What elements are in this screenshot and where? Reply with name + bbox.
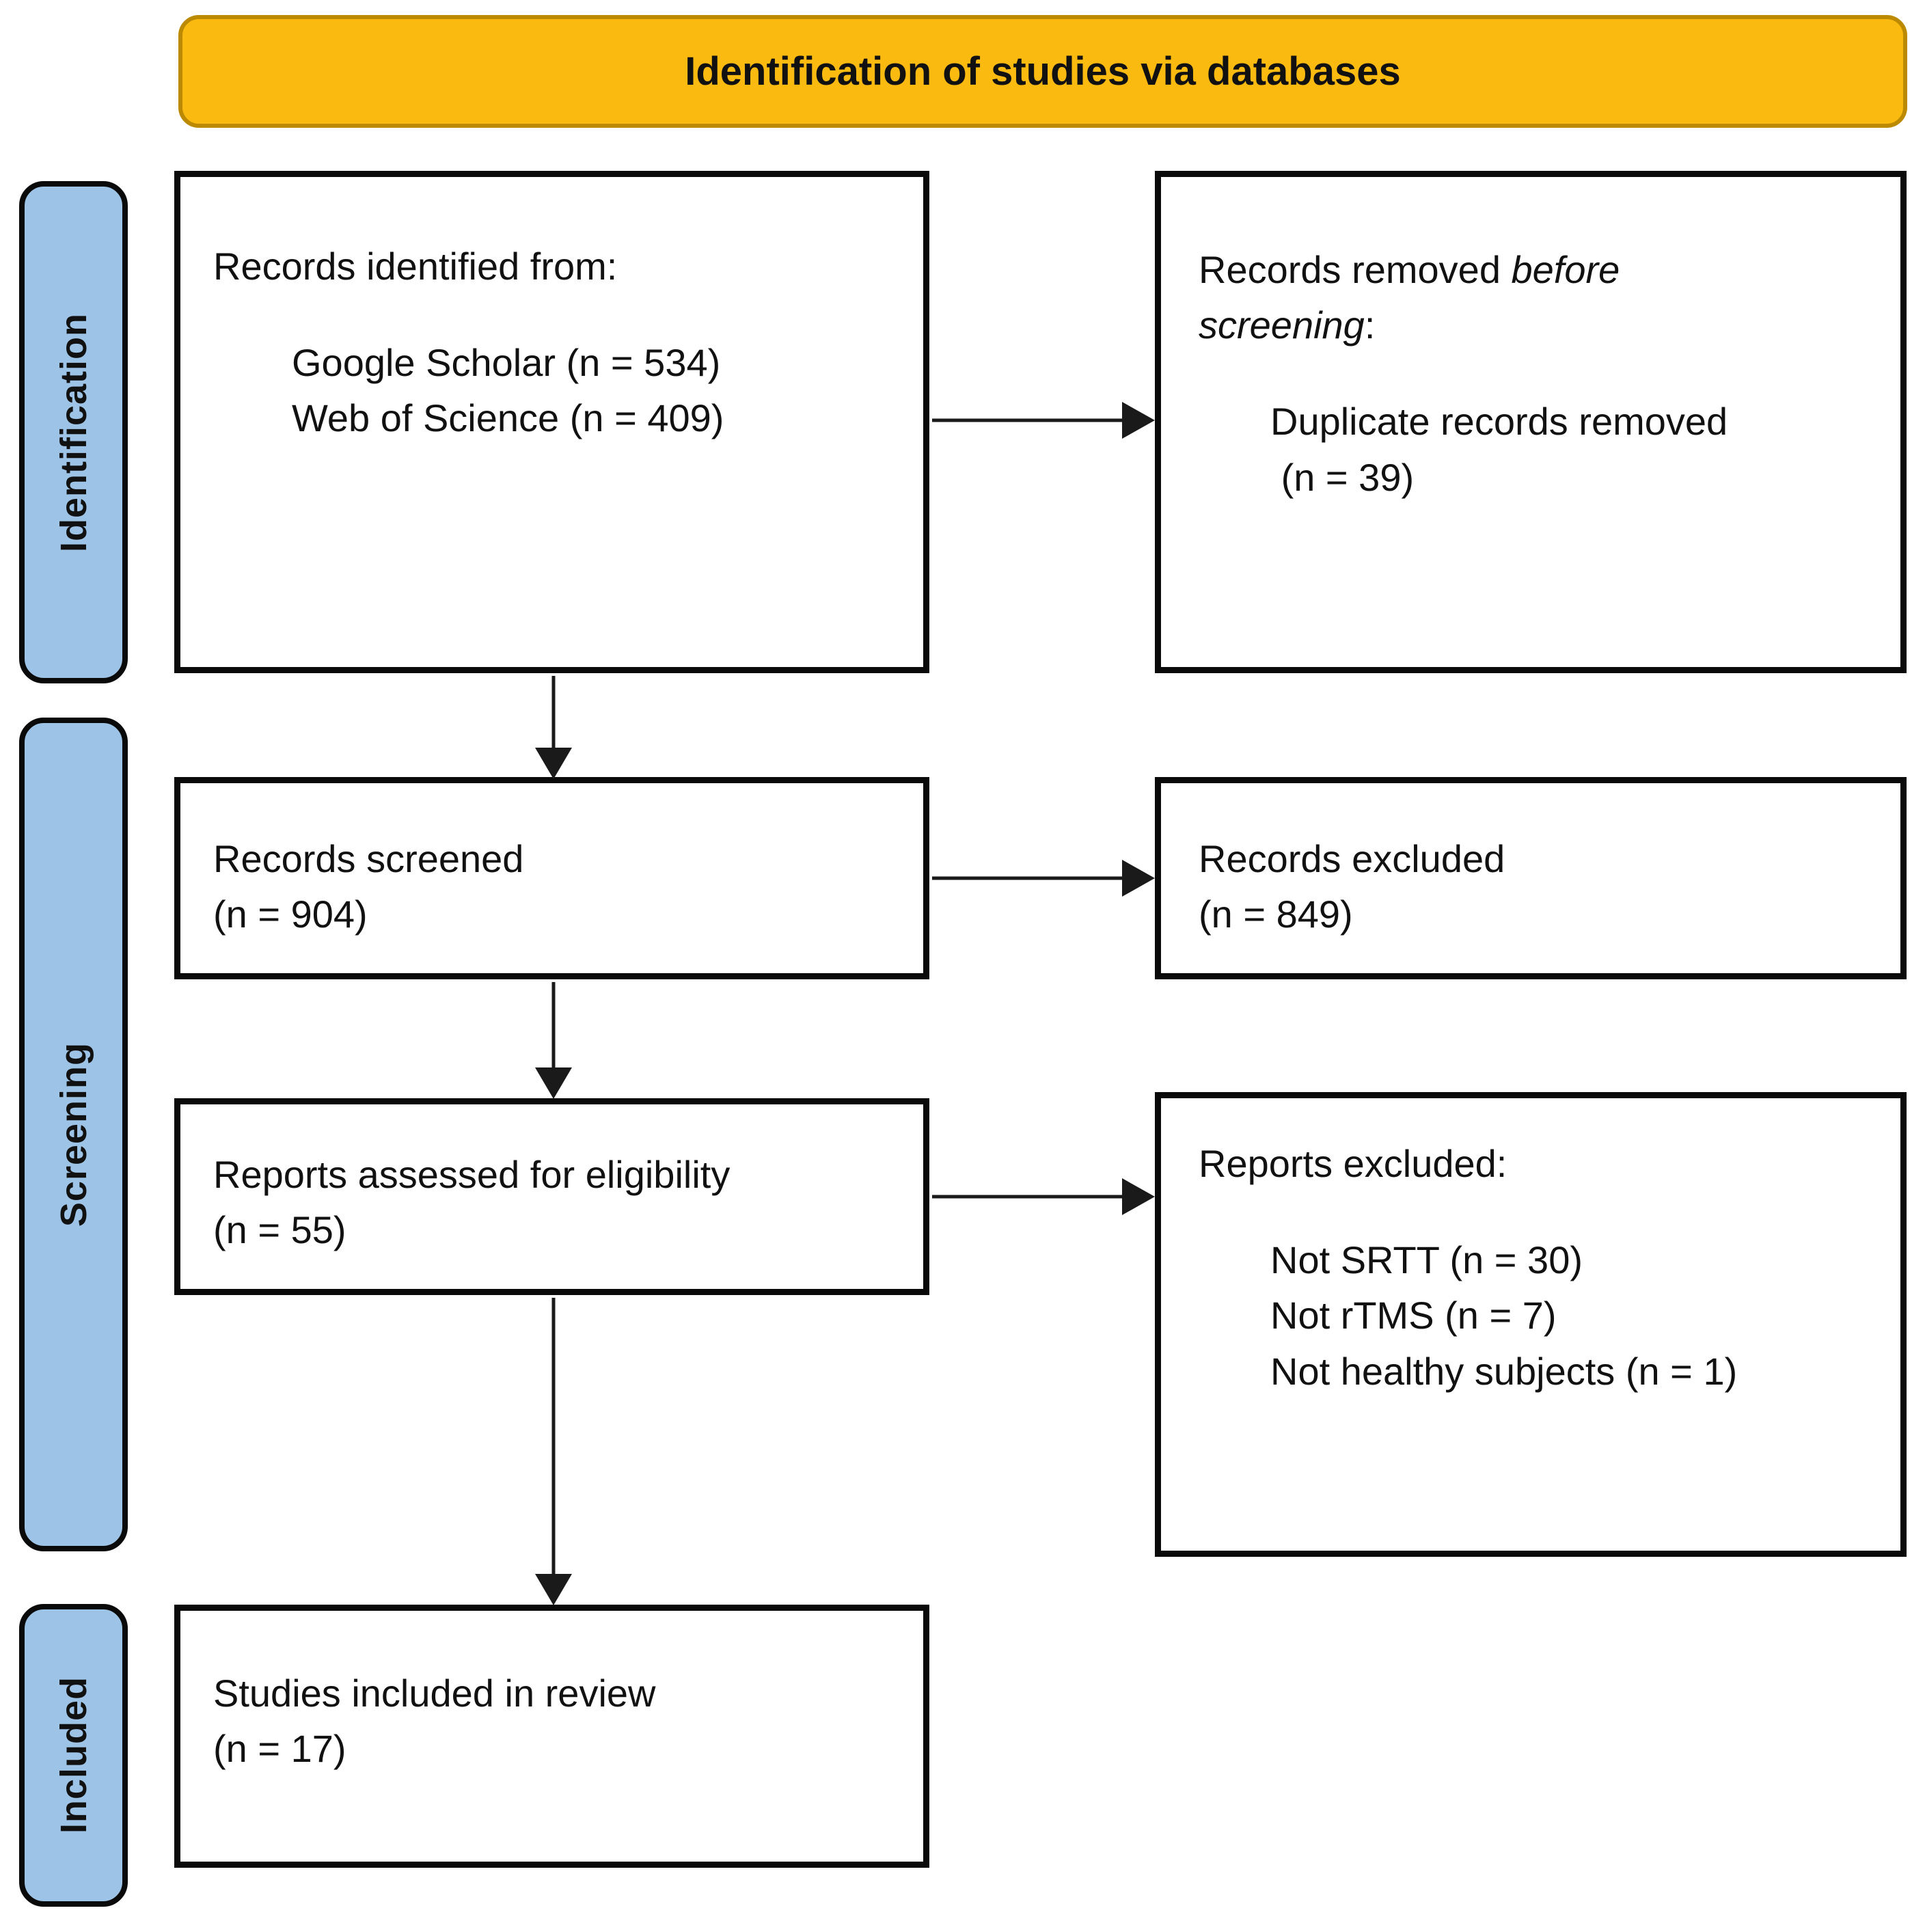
stage-label-screening-text: Screening (53, 1042, 94, 1227)
stage-label-identification-text: Identification (53, 312, 94, 552)
box-reports-excluded: Reports excluded: Not SRTT (n = 30) Not … (1155, 1092, 1907, 1557)
box-studies-included: Studies included in review (n = 17) (174, 1605, 929, 1868)
arrow-assessed-to-included (535, 1298, 572, 1605)
stage-label-included-text: Included (53, 1676, 94, 1834)
reports-excluded-item-not-healthy: Not healthy subjects (n = 1) (1270, 1349, 1738, 1393)
reports-excluded-intro: Reports excluded: (1199, 1142, 1507, 1185)
box-records-removed-before-screening: Records removed before screening: Duplic… (1155, 171, 1907, 673)
records-removed-intro-italic-before: before (1511, 248, 1620, 291)
records-removed-intro-italic-screening: screening (1199, 303, 1365, 347)
records-identified-intro: Records identified from: (213, 245, 618, 288)
records-removed-intro-line2: screening: (1199, 303, 1376, 347)
arrow-screened-to-excluded (932, 860, 1155, 897)
header-title: Identification of studies via databases (685, 49, 1401, 94)
reports-excluded-item-not-rtms: Not rTMS (n = 7) (1270, 1294, 1557, 1337)
box-records-excluded: Records excluded (n = 849) (1155, 777, 1907, 979)
stage-label-included: Included (19, 1604, 128, 1907)
stage-label-screening: Screening (19, 718, 128, 1551)
studies-included-label: Studies included in review (213, 1672, 656, 1715)
records-identified-source-web-of-science: Web of Science (n = 409) (292, 396, 724, 440)
box-records-screened: Records screened (n = 904) (174, 777, 929, 979)
records-excluded-label: Records excluded (1199, 837, 1505, 880)
stage-label-identification: Identification (19, 181, 128, 683)
header-banner: Identification of studies via databases (178, 15, 1907, 128)
records-screened-label: Records screened (213, 837, 524, 880)
records-excluded-count: (n = 849) (1199, 893, 1353, 936)
studies-included-count: (n = 17) (213, 1727, 346, 1771)
box-reports-assessed: Reports assessed for eligibility (n = 55… (174, 1098, 929, 1295)
records-identified-source-google-scholar: Google Scholar (n = 534) (292, 341, 721, 385)
arrow-screened-to-assessed (535, 982, 572, 1099)
records-removed-intro-line1: Records removed before (1199, 248, 1620, 291)
reports-excluded-item-not-srtt: Not SRTT (n = 30) (1270, 1238, 1583, 1282)
records-screened-count: (n = 904) (213, 893, 368, 936)
arrow-identified-to-removed (932, 402, 1155, 439)
records-removed-item-duplicates: Duplicate records removed (1270, 400, 1728, 444)
reports-assessed-count: (n = 55) (213, 1208, 346, 1252)
box-records-identified: Records identified from: Google Scholar … (174, 171, 929, 673)
arrow-assessed-to-reports-excluded (932, 1178, 1155, 1215)
reports-assessed-label: Reports assessed for eligibility (213, 1153, 731, 1196)
records-removed-item-count: (n = 39) (1270, 455, 1415, 499)
arrow-identified-to-screened (535, 676, 572, 779)
